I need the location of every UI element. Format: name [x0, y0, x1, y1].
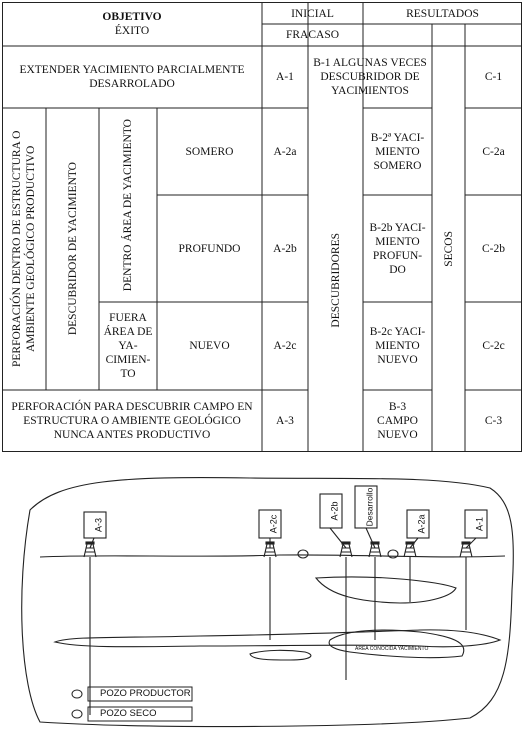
dry-well-circle-2	[387, 549, 399, 559]
inside-area-cell: DENTRO ÁREA DE YACIMIENTO	[99, 108, 157, 302]
discoverers-label: DESCUBRIDORES	[329, 232, 342, 328]
deep-stratum	[249, 649, 312, 661]
inside-area-label: DENTRO ÁREA DE YACIMIENTO	[122, 118, 134, 292]
tag-a1: A-1	[474, 517, 484, 531]
ground-surface	[39, 554, 506, 558]
group-discoverer-label: DESCUBRIDOR DE YACIMIENTO	[66, 162, 79, 336]
well-diagram: A-3 A-2c A-2b Desarrollo A-2a A-1 ÁREA C…	[0, 470, 524, 735]
derrick-a3	[83, 541, 97, 558]
tag-a1-box	[464, 509, 488, 539]
header-objective: OBJETIVO ÉXITO	[2, 4, 262, 44]
outside-area-label: FUERA ÁREA DE YA- CIMIEN- TO	[103, 312, 153, 380]
tag-a2c: A-2c	[268, 514, 278, 533]
dry-label: SECOS	[442, 231, 455, 267]
tag-a2b-box	[319, 493, 343, 529]
derrick-a2c	[263, 541, 277, 558]
row3-result: B-3 CAMPO NUEVO	[377, 400, 418, 441]
diagram-canvas: A-3 A-2c A-2b Desarrollo A-2a A-1 ÁREA C…	[21, 477, 514, 728]
legend-dry-box	[87, 706, 193, 722]
legend-producer-box	[87, 686, 193, 702]
row2b-code: A-2b	[273, 242, 297, 255]
row1-result: B-1 ALGUNAS VECES DESCUBRIDOR DE YACIMIE…	[313, 57, 427, 97]
row2c-code: A-2c	[273, 340, 297, 352]
row2b-label: PROFUNDO	[178, 242, 241, 255]
legend-dry-icon	[71, 709, 83, 719]
header-failure: FRACASO	[285, 29, 340, 41]
row1-label: EXTENDER YACIMIENTO PARCIALMENTE DESARRO…	[19, 64, 245, 90]
well-classification-table: OBJETIVO ÉXITO INICIAL RESULTADOS FRACAS…	[2, 2, 522, 452]
tag-a3: A-3	[93, 518, 103, 532]
row2c-dry-code: C-2c	[482, 340, 505, 352]
row2a-label: SOMERO	[185, 145, 234, 158]
group-outer-cell: PERFORACIÓN DENTRO DE ESTRUCTURA O AMBIE…	[2, 108, 46, 390]
header-success-label: ÉXITO	[114, 25, 150, 37]
row2b-result: B-2b YACI- MIENTO PROFUN- DO	[369, 221, 426, 276]
row3-dry-code: C-3	[484, 414, 503, 427]
legend-dry-label: POZO SECO	[100, 708, 157, 719]
tag-dev: Desarrollo	[364, 487, 374, 526]
diagram-frame	[21, 477, 514, 728]
table-grid	[2, 2, 522, 452]
dry-well-circle-1	[297, 549, 309, 559]
tag-dev-box	[354, 485, 378, 529]
tag-a2a: A-2a	[416, 514, 426, 533]
dry-cell: SECOS	[432, 46, 465, 452]
group-discoverer-cell: DESCUBRIDOR DE YACIMIENTO	[46, 108, 99, 390]
header-results: RESULTADOS	[406, 7, 479, 20]
row2b-dry-code: C-2b	[482, 242, 505, 255]
header-initial: INICIAL	[291, 7, 334, 20]
shallow-stratum	[314, 576, 457, 604]
tag-a3-box	[83, 511, 107, 539]
known-area-stratum	[328, 629, 465, 659]
known-area-label: ÁREA CONOCIDA YACIMIENTO	[355, 645, 428, 652]
row3-label: PERFORACIÓN PARA DESCUBRIR CAMPO EN ESTR…	[11, 400, 253, 441]
legend-producer-icon	[71, 689, 83, 699]
derrick-dev	[368, 541, 382, 558]
row2c-result: B-2c YACI- MIENTO NUEVO	[369, 326, 426, 366]
discoverers-cell: DESCUBRIDORES	[308, 108, 363, 452]
group-outer-label: PERFORACIÓN DENTRO DE ESTRUCTURA O AMBIE…	[11, 130, 37, 368]
derrick-a1	[459, 541, 473, 558]
row3-code: A-3	[276, 414, 294, 427]
row2a-dry-code: C-2a	[482, 145, 505, 158]
tag-a2b: A-2b	[329, 501, 339, 520]
derrick-a2b	[339, 541, 353, 558]
row2a-result: B-2ª YACI- MIENTO SOMERO	[370, 131, 425, 172]
row1-code: A-1	[276, 71, 294, 83]
header-objective-label: OBJETIVO	[102, 11, 162, 23]
tag-a2c-box	[258, 509, 282, 539]
derrick-a2a	[403, 541, 417, 558]
tag-a2a-box	[406, 509, 430, 539]
row2a-code: A-2a	[273, 145, 297, 158]
legend-producer-label: POZO PRODUCTOR	[100, 688, 191, 699]
mid-stratum	[53, 629, 502, 648]
row2c-label: NUEVO	[189, 340, 230, 352]
row1-dry-code: C-1	[484, 71, 503, 83]
